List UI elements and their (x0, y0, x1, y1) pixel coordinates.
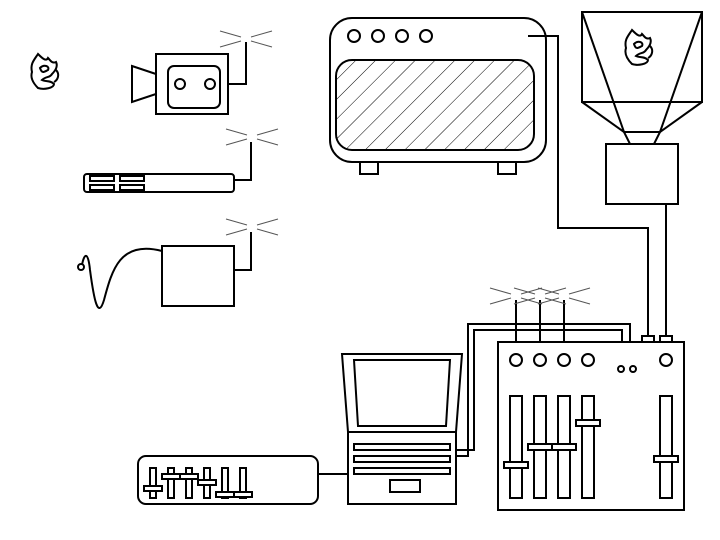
bodypack-transmitter (77, 218, 279, 309)
projector (581, 11, 703, 336)
cable (456, 323, 631, 457)
small-mixer (137, 455, 348, 505)
video-camera (131, 30, 273, 115)
wireless-microphone (83, 128, 279, 193)
fire-icon (30, 53, 60, 90)
laptop (340, 353, 464, 505)
television (329, 17, 649, 336)
audio-mixer (489, 287, 685, 511)
